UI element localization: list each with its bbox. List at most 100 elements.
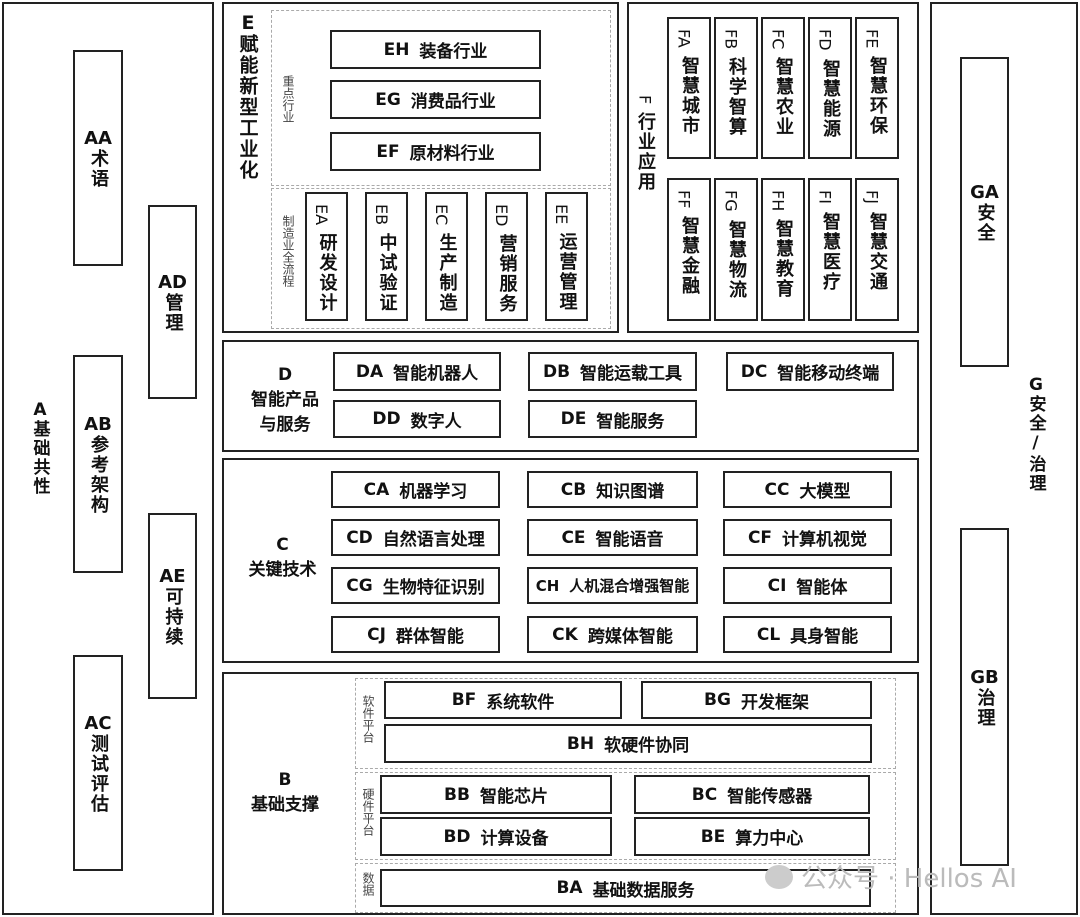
box-da: DA 智能机器人 [333, 352, 501, 391]
section-code: E [241, 12, 255, 34]
section-name: 基础支撑 [251, 795, 319, 815]
code: FF [674, 190, 694, 209]
name: 基础数据服务 [592, 880, 695, 901]
group-label: 硬件平台 [361, 788, 375, 836]
code: FI [815, 190, 835, 204]
name: 安全 [974, 202, 996, 243]
name: 智慧环保 [867, 56, 888, 137]
name: 智能传感器 [727, 787, 813, 807]
name: 营销服务 [496, 234, 518, 315]
code: DA [355, 361, 384, 382]
name: 智慧教育 [773, 219, 794, 300]
box-ef: EF 原材料行业 [330, 132, 541, 171]
name: 智慧交通 [867, 211, 888, 292]
code: CA [363, 479, 390, 500]
section-name: 安全/治理 [1025, 395, 1046, 493]
name: 智能服务 [596, 411, 665, 432]
name: 具身智能 [790, 627, 859, 647]
box-ff: FF 智慧金融 [667, 178, 711, 321]
name: 机器学习 [399, 482, 468, 502]
code: GA [970, 181, 999, 203]
code: FB [721, 29, 741, 50]
name: 智慧城市 [679, 55, 700, 136]
code: GB [970, 666, 999, 688]
box-cb: CB 知识图谱 [527, 471, 698, 508]
code: EF [376, 141, 400, 162]
group-key-industries [271, 10, 611, 186]
name: 运营管理 [556, 232, 578, 313]
code: CL [756, 624, 781, 645]
code: AD [158, 271, 187, 293]
code: EE [552, 204, 571, 225]
name: 智慧农业 [773, 57, 794, 138]
code: CB [560, 479, 587, 500]
name: 人机混合增强智能 [569, 577, 690, 595]
name: 智能体 [796, 578, 848, 598]
name: 智能芯片 [479, 787, 548, 807]
box-de: DE 智能服务 [528, 400, 697, 438]
section-name: 智能产品 [251, 390, 319, 410]
code: CD [346, 527, 373, 548]
group-manufacturing-process [271, 188, 611, 329]
code: BF [451, 690, 477, 710]
code: DE [560, 409, 587, 429]
box-bf: BF 系统软件 [384, 681, 622, 719]
box-ea: EA 研发设计 [305, 192, 348, 321]
name: 群体智能 [395, 627, 464, 647]
section-code: G [1029, 375, 1043, 395]
name: 管理 [162, 292, 184, 333]
code: AB [84, 413, 112, 435]
name: 智能机器人 [393, 364, 479, 384]
name: 装备行业 [419, 42, 488, 62]
group-software-platform [355, 678, 896, 769]
code: EA [312, 204, 331, 226]
group-label: 制造业全流程 [281, 215, 295, 287]
name: 软硬件协同 [604, 736, 690, 756]
code: BB [444, 784, 470, 805]
name: 研发设计 [316, 233, 338, 314]
name: 测试评估 [88, 733, 109, 814]
box-ca: CA 机器学习 [331, 471, 500, 508]
box-ee: EE 运营管理 [545, 192, 588, 321]
code: CH [535, 576, 560, 595]
code: CF [747, 527, 773, 548]
name: 智慧医疗 [820, 211, 841, 292]
name: 原材料行业 [409, 144, 495, 164]
name: 系统软件 [486, 692, 555, 713]
name: 术语 [88, 148, 109, 189]
name: 数字人 [410, 411, 462, 432]
box-fi: FI 智慧医疗 [808, 178, 852, 321]
code: CK [552, 624, 578, 645]
section-name: 赋能新型工业化 [236, 34, 259, 181]
name: 智慧能源 [820, 58, 841, 139]
name: 智慧金融 [679, 216, 700, 297]
section-name: 行业应用 [635, 112, 656, 193]
code: CJ [367, 624, 386, 645]
box-cl: CL 具身智能 [723, 616, 892, 653]
name: 知识图谱 [596, 482, 665, 502]
